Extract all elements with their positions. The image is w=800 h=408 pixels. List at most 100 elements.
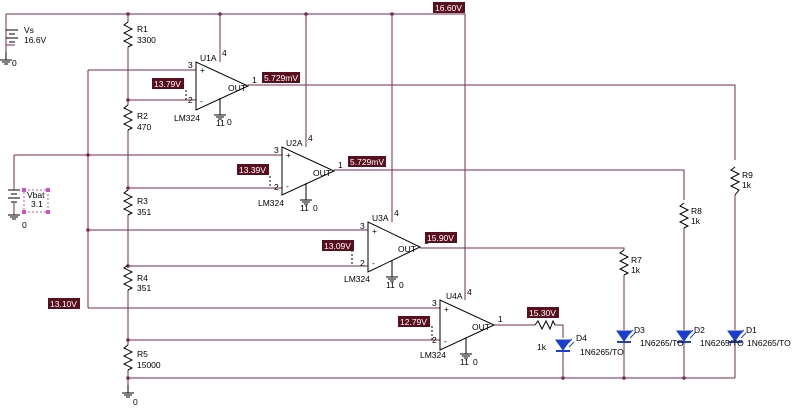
u1a-ground: 0 — [227, 117, 232, 127]
u2a-pin-vp: 4 — [308, 133, 313, 143]
u2a-pin-minus: 2 — [274, 182, 279, 192]
ground-label: 0 — [22, 220, 27, 230]
svg-text:-: - — [372, 258, 375, 268]
u4a-pin-minus: 2 — [432, 335, 437, 345]
opamp-u3a[interactable]: U3A 3 2 + - OUT 1 4 LM324 11 0 — [344, 208, 429, 290]
vs-source[interactable]: Vs 16.6V — [6, 25, 47, 45]
vbat-name: Vbat — [27, 190, 45, 200]
resistor-r5[interactable]: R5 15000 — [122, 344, 161, 371]
r3-name: R3 — [137, 196, 148, 206]
flag-u3-out: 15.90V — [425, 232, 457, 243]
r7-value: 1k — [631, 265, 641, 275]
u3a-pin-plus: 3 — [360, 221, 365, 231]
flag-u1-minus: 13.79V — [152, 78, 184, 89]
r8-name: R8 — [691, 206, 702, 216]
svg-text:13.39V: 13.39V — [239, 165, 266, 175]
resistor-r8[interactable]: R8 1k — [678, 202, 702, 229]
u3a-pin-vn: 11 — [386, 280, 395, 290]
ground-divider: 0 — [122, 385, 138, 407]
u3a-out: OUT — [398, 244, 416, 254]
u1a-pin-out: 1 — [252, 75, 257, 85]
u1a-pin-plus: 3 — [188, 60, 193, 70]
r1-value: 3300 — [137, 35, 156, 45]
u1a-name: U1A — [200, 53, 217, 63]
resistor-r4[interactable]: R4 351 — [122, 264, 151, 293]
ground-vs: 0 — [0, 52, 17, 68]
d3-name: D3 — [634, 325, 645, 335]
opamp-u4a[interactable]: U4A 3 2 + - OUT 1 4 LM324 11 0 — [420, 287, 503, 367]
diode-d3[interactable]: D3 1N6265/TO — [580, 325, 645, 357]
flag-u4-out: 15.30V — [527, 307, 559, 318]
r2-name: R2 — [137, 111, 148, 121]
u2a-part: LM324 — [258, 198, 284, 208]
r4-name: R4 — [137, 273, 148, 283]
u2a-pin-plus: 3 — [274, 145, 279, 155]
u4a-pin-plus: 3 — [432, 298, 437, 308]
vbat-source[interactable]: Vbat 3.1 — [8, 180, 50, 215]
opamp-u1a[interactable]: U1A 3 2 + - OUT 1 4 LM324 11 0 — [174, 48, 257, 128]
u1a-part: LM324 — [174, 113, 200, 123]
svg-text:+: + — [200, 65, 205, 75]
u1a-pin-minus: 2 — [188, 95, 193, 105]
r9-value: 1k — [742, 180, 752, 190]
r3-value: 351 — [137, 207, 151, 217]
svg-text:+: + — [372, 226, 377, 236]
svg-text:-: - — [286, 181, 289, 191]
flag-u1-out: 5.729mV — [262, 72, 300, 83]
u4a-pin-vp: 4 — [467, 287, 472, 297]
u3a-part: LM324 — [344, 274, 370, 284]
voltage-flags: 16.60V 13.79V 5.729mV 13.39V 5.729mV 13.… — [48, 2, 559, 327]
vs-name: Vs — [24, 25, 34, 35]
u2a-pin-out: 1 — [338, 160, 343, 170]
resistor-r7[interactable]: R7 1k — [618, 249, 642, 276]
flag-vbat-node: 13.10V — [48, 298, 80, 309]
svg-text:13.79V: 13.79V — [154, 79, 181, 89]
r8-value: 1k — [691, 216, 701, 226]
u2a-name: U2A — [286, 138, 303, 148]
resistor-r6[interactable] — [534, 319, 556, 331]
u4a-pin-vn: 11 — [460, 357, 469, 367]
svg-text:5.729mV: 5.729mV — [264, 73, 298, 83]
u1a-pin-vp: 4 — [222, 48, 227, 58]
svg-text:+: + — [286, 150, 291, 160]
d2-part: 1N6265/TO — [640, 338, 684, 348]
diode-d1[interactable]: D1 1N6265/TO 1N6265/TO — [700, 325, 791, 348]
resistor-r2[interactable]: R2 470 — [122, 104, 151, 132]
svg-text:15.90V: 15.90V — [427, 233, 454, 243]
diode-d2[interactable]: D2 1N6265/TO — [640, 325, 705, 348]
opamp-u2a[interactable]: U2A 3 2 + - OUT 1 4 LM324 11 0 — [258, 133, 343, 213]
svg-text:16.60V: 16.60V — [435, 3, 462, 13]
d3-part: 1N6265/TO — [580, 347, 624, 357]
d4-name: D4 — [576, 333, 587, 343]
u2a-pin-vn: 11 — [300, 203, 309, 213]
resistor-r1[interactable]: R1 3300 — [122, 21, 156, 48]
u4a-pin-out: 1 — [498, 314, 503, 324]
u2a-out: OUT — [313, 168, 331, 178]
d1-part: 1N6265/TO — [700, 338, 744, 348]
flag-u2-minus: 13.39V — [237, 164, 269, 175]
r4-value: 351 — [137, 283, 151, 293]
svg-text:13.09V: 13.09V — [324, 241, 351, 251]
r7-name: R7 — [631, 255, 642, 265]
d1-name: D1 — [746, 325, 757, 335]
flag-top: 16.60V — [433, 2, 465, 13]
r9-name: R9 — [742, 170, 753, 180]
u2a-ground: 0 — [313, 203, 318, 213]
d2-name: D2 — [694, 325, 705, 335]
u3a-name: U3A — [372, 213, 389, 223]
u4a-part: LM324 — [420, 350, 446, 360]
svg-text:13.10V: 13.10V — [50, 299, 77, 309]
u4a-ground: 0 — [473, 357, 478, 367]
svg-text:-: - — [444, 336, 447, 346]
diode-d4[interactable]: D4 1k — [537, 333, 587, 352]
wires — [5, 13, 736, 385]
svg-text:-: - — [200, 96, 203, 106]
svg-text:5.729mV: 5.729mV — [350, 157, 384, 167]
resistor-r9[interactable]: R9 1k — [729, 166, 753, 196]
u1a-pin-vn: 11 — [216, 118, 225, 128]
resistor-r3[interactable]: R3 351 — [122, 189, 151, 217]
u3a-pin-vp: 4 — [394, 208, 399, 218]
r5-value: 15000 — [137, 360, 161, 370]
